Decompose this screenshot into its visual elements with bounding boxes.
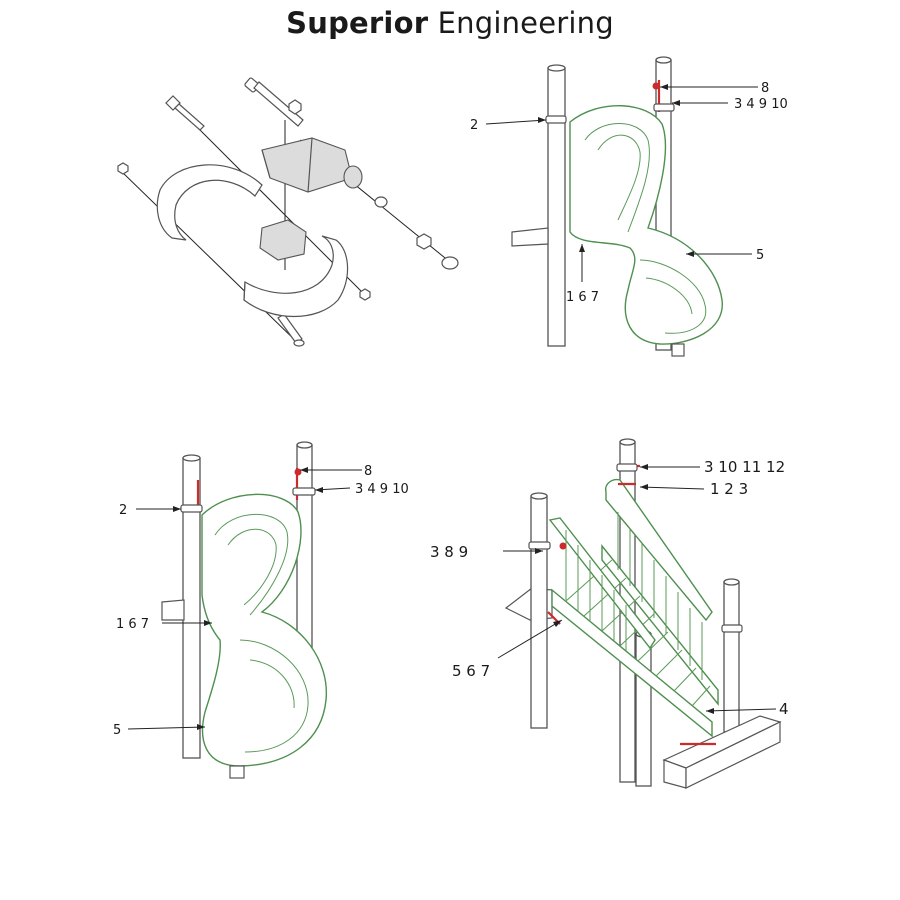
slide-foot — [671, 343, 685, 357]
slide-top-right-view: 2 8 3 4 9 10 5 1 6 7 — [470, 56, 788, 357]
washer — [374, 196, 388, 208]
slide-loop-outer — [584, 123, 650, 233]
label-slide1-part-3-4-9-10: 3 4 9 10 — [734, 97, 788, 112]
pole-front — [635, 633, 652, 787]
clamp-right — [721, 624, 743, 633]
slide-chute-rib — [645, 277, 693, 315]
label-slide2-part-1-6-7: 1 6 7 — [116, 617, 149, 632]
label-stairs-part-4: 4 — [779, 700, 789, 718]
clamp-upper-inner — [175, 179, 256, 206]
clamp-3 — [292, 487, 316, 496]
end-cap — [441, 256, 459, 270]
page-title: Superior Engineering — [0, 6, 900, 40]
slide-foot — [229, 765, 245, 779]
stair-stringer-left — [551, 588, 713, 738]
pole-right — [723, 581, 740, 733]
bolt-top — [244, 77, 304, 127]
nut-top — [288, 99, 302, 115]
nut-left — [117, 162, 129, 175]
balusters-right — [617, 512, 703, 680]
clamp-389 — [528, 541, 551, 550]
label-slide2-part-5: 5 — [113, 723, 121, 738]
clamp-2 — [180, 504, 203, 513]
deck-edge — [161, 599, 185, 621]
slide-loop-outer — [214, 513, 289, 616]
pole-left — [547, 67, 566, 347]
bolt-bottom — [277, 313, 305, 347]
clamp-3 — [653, 103, 675, 112]
label-slide2-part-2: 2 — [119, 503, 127, 518]
red-bolt-head — [559, 542, 567, 550]
clamp-top — [616, 463, 638, 472]
slide-loop-inner — [597, 134, 641, 221]
deck-edge — [511, 227, 549, 247]
slide-body — [569, 104, 723, 345]
title-normal: Engineering — [437, 6, 614, 40]
label-slide2-part-3-4-9-10: 3 4 9 10 — [355, 482, 409, 497]
title-bold: Superior — [286, 6, 429, 40]
label-slide1-part-2: 2 — [470, 118, 478, 133]
bracket-lower — [259, 219, 307, 261]
nut-right — [359, 288, 371, 301]
balusters-left — [565, 530, 627, 652]
label-stairs-part-5-6-7: 5 6 7 — [452, 662, 490, 680]
handrail-right — [605, 478, 713, 622]
label-stairs-part-3-10-11-12: 3 10 11 12 — [704, 458, 785, 476]
clamp-lower-edge — [243, 281, 246, 301]
slide-chute-rib — [249, 659, 295, 709]
label-stairs-part-3-8-9: 3 8 9 — [430, 543, 468, 561]
slide-chute-rib — [239, 639, 309, 753]
clamp-upper-half — [156, 164, 263, 241]
label-slide1-part-5: 5 — [756, 248, 764, 263]
round-cap — [343, 165, 363, 189]
slide-bottom-left-view: 2 8 3 4 9 10 1 6 7 5 — [113, 441, 409, 779]
label-slide2-part-8: 8 — [364, 464, 372, 479]
stair-stringer-right — [601, 544, 719, 706]
pole-left — [530, 495, 548, 729]
bolt-left — [165, 95, 205, 131]
landing-front — [685, 721, 781, 789]
stair-steps — [565, 559, 711, 707]
label-slide1-part-8: 8 — [761, 81, 769, 96]
clamp-2 — [545, 115, 567, 124]
slide-body — [201, 493, 328, 767]
label-stairs-part-1-2-3: 1 2 3 — [710, 480, 748, 498]
clamp-exploded-view — [117, 77, 459, 347]
stairs-bottom-right-view: 3 10 11 12 1 2 3 3 8 9 5 6 7 4 — [430, 438, 789, 789]
slide-chute-rib — [639, 259, 707, 334]
nut-middle — [416, 233, 432, 250]
axis-line — [119, 169, 301, 346]
red-bolt-head — [294, 468, 302, 476]
red-bolt-head — [652, 82, 660, 90]
bracket-upper-edge — [261, 137, 313, 193]
clamp-lower-half — [243, 235, 349, 317]
slide-loop-inner — [227, 528, 277, 606]
bracket-upper — [261, 137, 353, 193]
label-slide1-part-1-6-7: 1 6 7 — [566, 290, 599, 305]
